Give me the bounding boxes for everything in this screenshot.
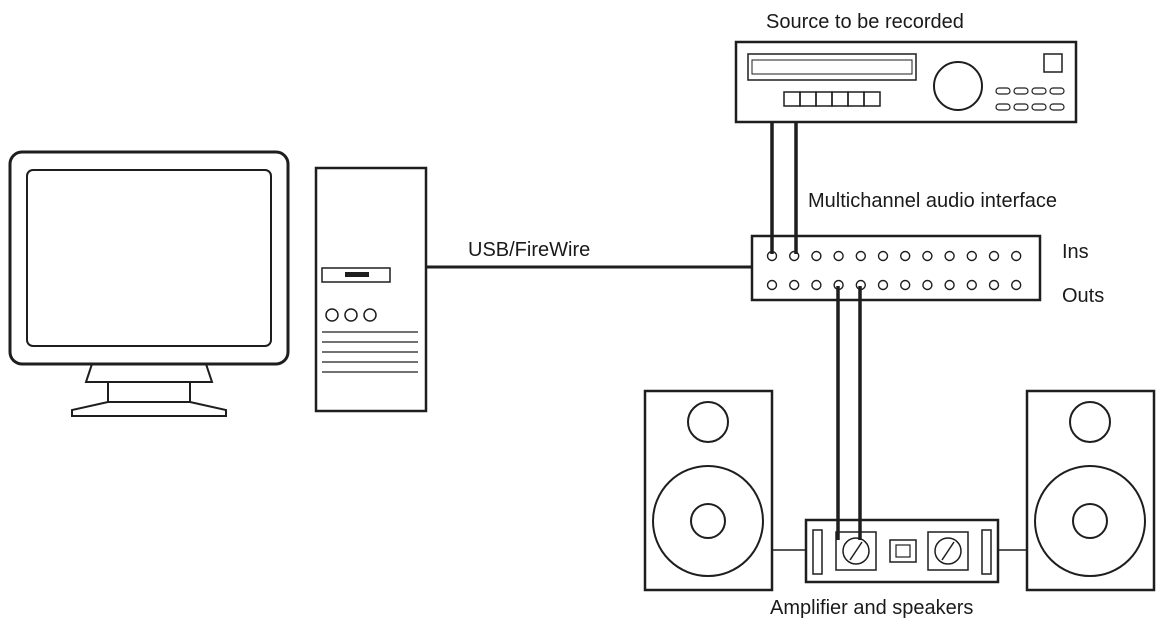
output-jack — [877, 279, 889, 291]
output-jack — [811, 279, 822, 291]
input-jack — [966, 250, 977, 262]
output-jack — [1011, 279, 1022, 291]
ins-label: Ins — [1062, 241, 1089, 263]
input-jack — [922, 250, 933, 262]
right-speaker-icon — [1025, 389, 1156, 592]
input-jack — [988, 250, 1000, 262]
output-jacks — [766, 279, 1022, 291]
output-jack — [922, 279, 933, 291]
audio-interface-icon — [750, 234, 1042, 302]
recorder-deck-icon — [734, 40, 1078, 124]
input-jack — [1011, 250, 1022, 262]
amplifier-icon — [804, 518, 1000, 584]
input-jacks — [766, 250, 1022, 262]
outs-label: Outs — [1062, 285, 1104, 307]
left-speaker-icon — [643, 389, 774, 592]
source-label: Source to be recorded — [766, 11, 964, 33]
output-jack — [966, 279, 977, 291]
input-jack — [877, 250, 889, 262]
input-jack — [900, 250, 911, 262]
interface-label: Multichannel audio interface — [808, 190, 1057, 212]
input-jack — [944, 250, 955, 262]
output-jack — [789, 279, 800, 291]
input-jack — [855, 250, 866, 262]
input-jack — [766, 250, 778, 262]
input-jack — [833, 250, 844, 262]
output-jack — [766, 279, 778, 291]
input-jack — [811, 250, 822, 262]
input-jack — [789, 250, 800, 262]
output-jack — [988, 279, 1000, 291]
output-jack — [944, 279, 955, 291]
monitor-icon — [8, 150, 290, 417]
output-jack — [900, 279, 911, 291]
amplifier-label: Amplifier and speakers — [770, 597, 973, 619]
usb-firewire-label: USB/FireWire — [468, 239, 590, 261]
computer-tower-icon — [314, 166, 428, 413]
